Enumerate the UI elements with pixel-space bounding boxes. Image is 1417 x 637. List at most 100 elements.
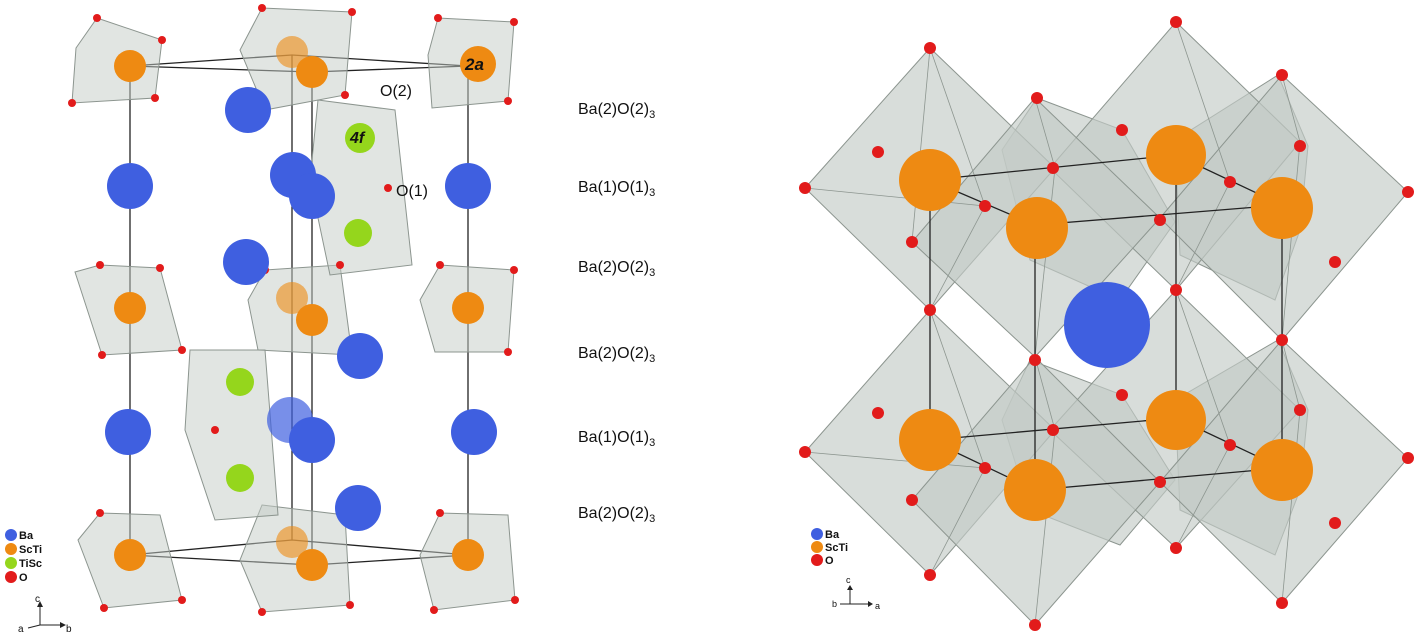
o-atom <box>510 266 518 274</box>
o-atom <box>1294 404 1306 416</box>
legend-swatch-ba <box>5 529 17 541</box>
axis-label-a: a <box>875 601 880 611</box>
scti-atom <box>899 149 961 211</box>
o-atom <box>96 261 104 269</box>
scti-atom <box>1004 459 1066 521</box>
o-atom <box>178 346 186 354</box>
o-atom <box>1170 542 1182 554</box>
legend-swatch-scti <box>811 541 823 553</box>
o-atom <box>1402 452 1414 464</box>
ba-atom <box>107 163 153 209</box>
axis-label-c: c <box>846 575 851 585</box>
legend-swatch-tisc <box>5 557 17 569</box>
o-atom <box>1329 517 1341 529</box>
o-atom <box>1029 619 1041 631</box>
layer-label: Ba(1)O(1)3 <box>578 179 655 199</box>
right-o-atoms <box>799 16 1414 631</box>
ba-atom <box>225 87 271 133</box>
ba-atom <box>289 173 335 219</box>
scti-atom <box>460 46 496 82</box>
o-atom <box>436 261 444 269</box>
o-atom <box>1116 389 1128 401</box>
scti-atom <box>296 549 328 581</box>
left-panel: 2a 4f O(2) O(1) Ba(2)O(2)3 Ba(1)O(1)3 Ba… <box>5 4 655 635</box>
ba-atom <box>335 485 381 531</box>
left-scti-atoms <box>114 36 496 581</box>
scti-atom <box>296 56 328 88</box>
right-panel: Ba ScTi O c b a <box>799 16 1414 631</box>
left-axes-indicator <box>27 601 66 629</box>
o-atom <box>1154 214 1166 226</box>
o-atom <box>158 36 166 44</box>
o-atom <box>1116 124 1128 136</box>
left-octahedra <box>71 7 516 613</box>
scti-atom <box>114 50 146 82</box>
o-atom <box>1031 92 1043 104</box>
scti-atom <box>114 292 146 324</box>
o-atom <box>1224 439 1236 451</box>
axis-label-b: b <box>66 624 72 635</box>
o-atom <box>906 236 918 248</box>
site-label-4f: 4f <box>349 130 366 147</box>
o-atom <box>979 200 991 212</box>
tisc-atom <box>344 219 372 247</box>
o-atom <box>100 604 108 612</box>
o-atom <box>336 261 344 269</box>
scti-atom <box>899 409 961 471</box>
layer-label: Ba(2)O(2)3 <box>578 259 655 279</box>
left-tisc-atoms <box>226 123 375 492</box>
o-atom <box>1154 476 1166 488</box>
legend-label-o: O <box>19 572 28 584</box>
legend-label-o: O <box>825 555 834 567</box>
o-atom <box>156 264 164 272</box>
o-atom <box>1170 16 1182 28</box>
layer-label: Ba(2)O(2)3 <box>578 505 655 525</box>
o-atom <box>151 94 159 102</box>
scti-atom <box>1251 439 1313 501</box>
o-atom <box>1276 334 1288 346</box>
octahedron <box>184 349 279 521</box>
o-atom <box>346 601 354 609</box>
o-atom <box>341 91 349 99</box>
site-label-o2: O(2) <box>380 83 412 100</box>
o-atom <box>430 606 438 614</box>
o-atom <box>258 4 266 12</box>
legend-swatch-o <box>811 554 823 566</box>
o-atom <box>436 509 444 517</box>
o-atom <box>1294 140 1306 152</box>
scti-atom <box>296 304 328 336</box>
o-atom <box>1402 186 1414 198</box>
o-atom <box>504 97 512 105</box>
o-atom <box>1170 284 1182 296</box>
o-atom <box>799 446 811 458</box>
o-atom <box>178 596 186 604</box>
ba-atom <box>289 417 335 463</box>
legend-label-scti: ScTi <box>19 544 42 556</box>
tisc-atom <box>345 123 375 153</box>
axis-label-a: a <box>18 624 24 635</box>
ba-atom <box>105 409 151 455</box>
o-atom <box>1276 69 1288 81</box>
o-atom <box>1224 176 1236 188</box>
layer-label: Ba(1)O(1)3 <box>578 429 655 449</box>
o-atom <box>979 462 991 474</box>
legend-label-scti: ScTi <box>825 542 848 554</box>
scti-atom <box>276 36 308 68</box>
octahedron <box>239 504 351 613</box>
scti-atom <box>1251 177 1313 239</box>
o-atom <box>1047 424 1059 436</box>
legend-swatch-o <box>5 571 17 583</box>
ba-atom <box>337 333 383 379</box>
o-atom <box>1276 597 1288 609</box>
left-ba-atoms <box>105 87 497 531</box>
o-atom <box>511 596 519 604</box>
layer-label: Ba(2)O(2)3 <box>578 345 655 365</box>
scti-atom <box>276 526 308 558</box>
ba-atom <box>451 409 497 455</box>
right-octahedra <box>804 21 1409 626</box>
right-legend: Ba ScTi O <box>811 528 848 567</box>
o-atom <box>93 14 101 22</box>
legend-label-ba: Ba <box>825 529 840 541</box>
scti-atom <box>452 539 484 571</box>
scti-atom <box>1146 390 1206 450</box>
